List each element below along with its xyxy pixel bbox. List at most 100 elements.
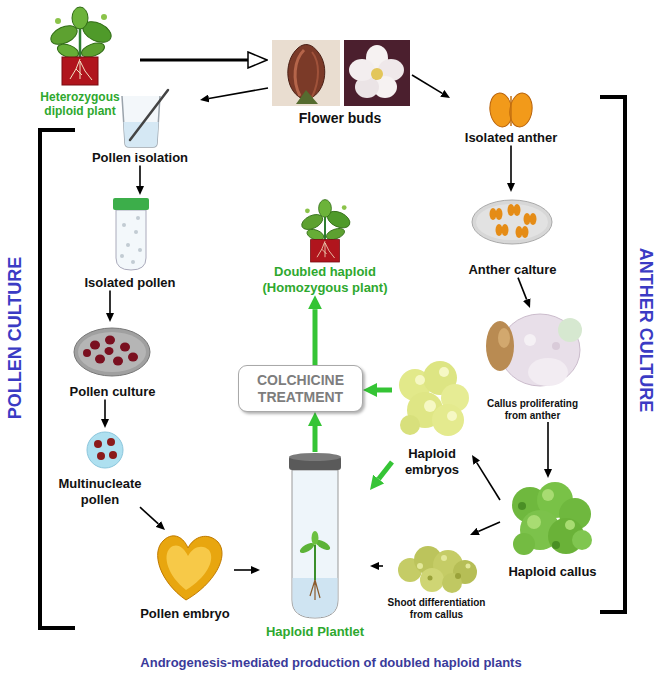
plant-figure [299,200,352,262]
stage-label: Pollen isolation [92,150,188,166]
callus-stage: Callus proliferating from anther [465,308,600,422]
anther-dish-figure [530,213,537,225]
embryo-cluster-figure [439,367,449,377]
culture-dish-figure [105,347,114,355]
flower-bud-photo [272,40,340,106]
plantlet-stage: Haploid Plantlet [260,452,370,640]
pollen-tube-figure [113,198,149,270]
culture-dish-figure [83,349,91,357]
culture-dish-figure [90,341,100,350]
flower-photo [349,59,375,81]
embryo-stage: Pollen embryo [136,530,234,622]
stage-label: Callus proliferating from anther [478,398,588,422]
embryo-cluster-figure [432,404,464,436]
pollen-tube-figure [126,243,130,247]
stage-label: Heterozygous diploid plant [33,90,128,119]
pollen-grain-figure [107,438,115,446]
flower-bud-photo [296,90,318,104]
anther-dish-figure [490,208,497,220]
anther-callus-figure [552,342,560,350]
culture-step: Pollen culture [50,322,175,400]
test-tube-figure [312,531,319,545]
treatment-arrow [313,309,318,365]
figure-caption: Androgenesis-mediated production of doub… [0,655,662,670]
green-callus-figure [572,530,592,550]
process-arrow [547,422,549,469]
process-arrow [139,166,141,186]
plant-stage: Heterozygous diploid plant [20,5,140,119]
green-callus-figure [552,541,560,549]
stage-label: Doubled haploid (Homozygous plant) [258,264,393,295]
pollen-grain-figure [97,452,105,460]
test-tube-figure [289,453,341,461]
green-callus-figure [518,502,526,510]
beaker-figure [122,90,168,147]
stage-label: Shoot differentiation from callus [386,597,487,621]
embryo-figure [158,536,222,600]
pollen-tube-figure [131,260,135,264]
test-tube-figure [314,545,316,580]
anther-callus-figure [486,314,582,386]
shoot-callus-figure [442,573,462,593]
culture-dish-figure [74,328,150,376]
beaker-figure [122,96,160,147]
shoot-callus-figure [398,546,477,593]
test-tube-figure [289,453,341,618]
pollen-tube-figure [120,254,124,258]
process-arrow [109,291,111,313]
stage-label: Isolated pollen [84,275,175,291]
anther-callus-figure [524,334,536,346]
green-callus-figure [565,520,575,530]
embryo-cluster-figure [424,400,436,412]
anther-dish-figure [472,200,552,244]
anther-figure [488,92,535,129]
treatment-arrow [379,462,392,479]
anther-figure [510,96,512,126]
anther-dish-figure [472,200,552,244]
culture-dish-figure [128,353,138,362]
stage-label: Pollen embryo [140,606,230,622]
anther-stage: Isolated anther [450,88,572,146]
treatment-label: COLCHICINE TREATMENT [251,372,351,406]
green-callus-figure [527,515,541,529]
treatment-box: COLCHICINE TREATMENT [238,365,363,412]
treatment-arrow [313,426,318,452]
anther-callus-figure [558,318,582,342]
flower-bud-photo [272,40,340,106]
stage-label: Multinucleate pollen [50,476,150,507]
process-arrow [510,146,512,183]
test-tube-figure [310,580,320,600]
green-callus-figure [512,482,592,555]
process-arrow [379,565,383,567]
plant-stage: Doubled haploid (Homozygous plant) [245,198,405,295]
shoot-callus-figure [428,576,433,581]
plant-figure [48,7,114,85]
anther-dish-figure [514,204,521,216]
process-arrow [140,59,248,62]
culture-dish-figure [78,332,146,372]
stage-label: Isolated anther [465,130,557,146]
process-arrow [234,569,251,571]
flower-bud-stage: Flower buds [268,38,412,127]
process-arrow [518,278,527,300]
pollen-grain-figure [87,432,123,468]
pollen-tube-figure [122,223,126,227]
stage-label: Anther calture [468,262,556,278]
anther-dish-figure [522,226,529,238]
anther-bracket [600,97,625,612]
shoot-callus-figure [420,568,444,592]
anther-dish-figure [502,224,509,236]
shoot-callus-figure [417,563,423,569]
test-tube-figure [292,470,338,618]
embryo-cluster-figure [447,411,457,421]
anther-dish-figure [496,208,503,220]
anther-dish-figure [516,226,523,238]
culture-step: Anther calture [460,192,565,278]
flower-photo [371,68,383,80]
stage-label: Haploid callus [508,564,596,580]
flower-bud-photo [312,52,318,97]
embryo-cluster-figure [415,375,425,385]
pollen-bracket [40,130,75,628]
green-callus-figure [513,533,535,555]
